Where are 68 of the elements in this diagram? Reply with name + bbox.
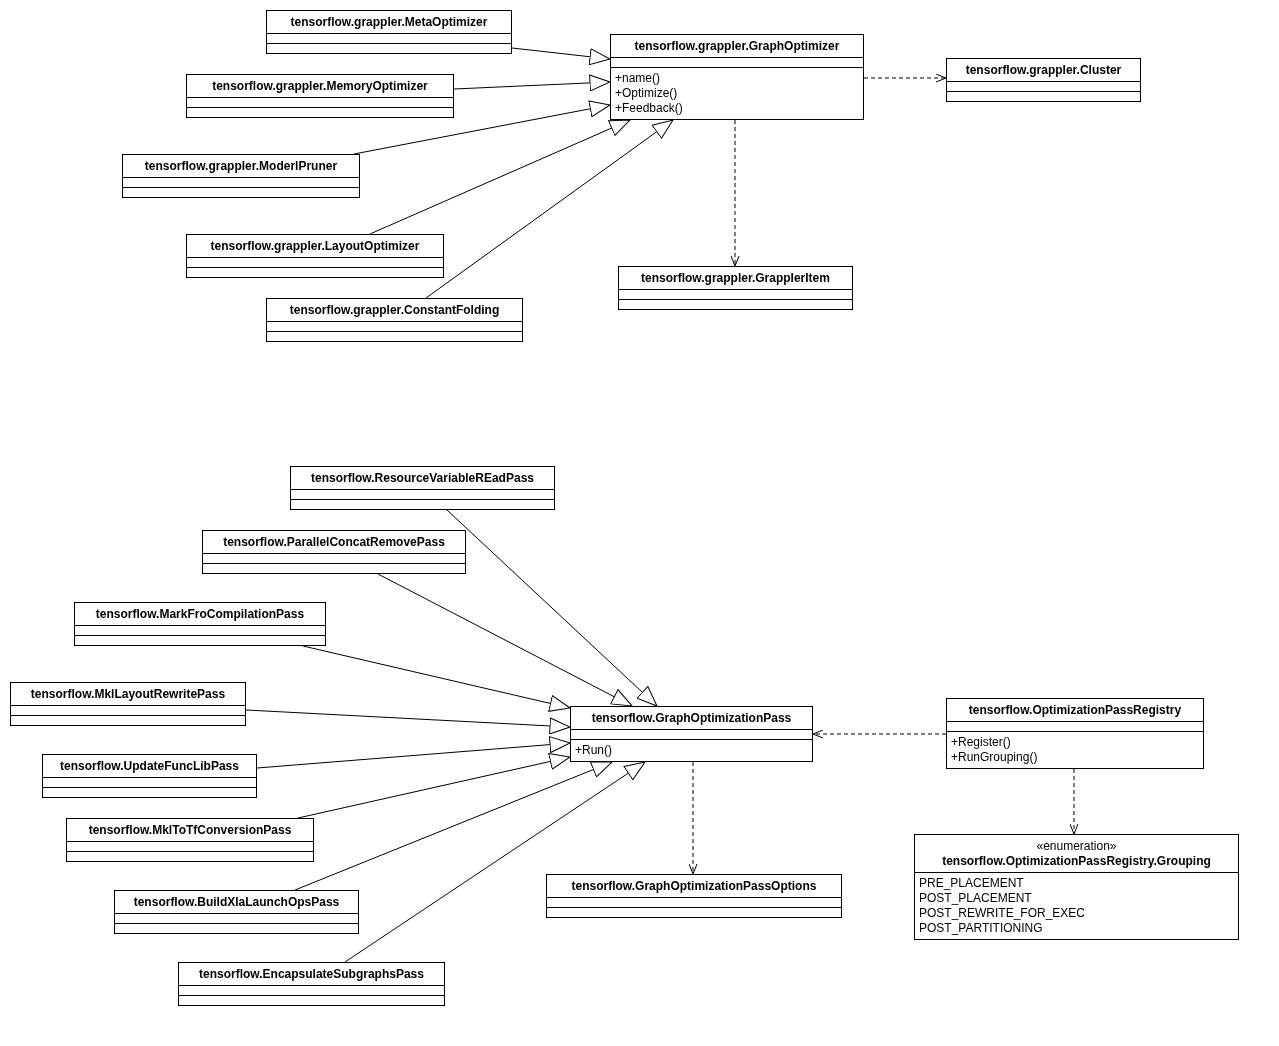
enum-literal: POST_REWRITE_FOR_EXEC [919, 906, 1087, 921]
operation-text: +Optimize() [615, 86, 679, 101]
generalization-arrow [377, 573, 633, 707]
class-box [42, 754, 257, 798]
dependency-arrow [688, 761, 698, 875]
class-box [618, 266, 853, 310]
stereotype-label: «enumeration» [1036, 839, 1117, 854]
enum-literal: POST_PLACEMENT [919, 891, 1033, 906]
operation-text: +RunGrouping() [951, 750, 1039, 765]
class-box [266, 298, 523, 342]
class-box [946, 58, 1141, 102]
class-name: tensorflow.grappler.ModerlPruner [144, 159, 338, 173]
class-box [186, 234, 444, 278]
dependency-arrow [1069, 768, 1079, 835]
operation-text: +Register() [951, 735, 1012, 750]
enumeration-box [914, 834, 1239, 940]
class-name: tensorflow.OptimizationPassRegistry [968, 703, 1182, 717]
class-name: tensorflow.GraphOptimizationPass [591, 711, 792, 725]
dependency-arrow [730, 119, 740, 267]
class-box [290, 466, 555, 510]
class-box [610, 34, 864, 120]
generalization-arrow [369, 119, 631, 235]
class-name: tensorflow.grappler.LayoutOptimizer [210, 239, 420, 253]
generalization-arrow [245, 709, 571, 735]
class-name: tensorflow.MarkFroCompilationPass [95, 607, 305, 621]
class-box [570, 706, 813, 762]
dependency-arrow [812, 729, 947, 739]
enum-literal: POST_PARTITIONING [919, 921, 1044, 936]
class-box [546, 874, 842, 918]
generalization-arrow [446, 509, 658, 707]
operation-text: +Feedback() [615, 101, 684, 116]
generalization-arrow [256, 736, 571, 769]
generalization-arrow [511, 47, 611, 66]
class-box [122, 154, 360, 198]
generalization-arrow [302, 645, 571, 712]
generalization-arrow [425, 119, 674, 299]
operation-text: +name() [615, 71, 662, 86]
class-name: tensorflow.GraphOptimizationPassOptions [571, 879, 817, 893]
generalization-arrow [297, 753, 571, 819]
class-name: tensorflow.grappler.ConstantFolding [289, 303, 500, 317]
class-box [74, 602, 326, 646]
class-name: tensorflow.grappler.MetaOptimizer [290, 15, 488, 29]
class-name: tensorflow.EncapsulateSubgraphsPass [199, 967, 424, 981]
enum-literal: PRE_PLACEMENT [919, 876, 1025, 891]
class-box [186, 74, 454, 118]
class-name: tensorflow.MklToTfConversionPass [88, 823, 292, 837]
generalization-arrow [344, 761, 646, 963]
class-name: tensorflow.UpdateFuncLibPass [60, 759, 239, 773]
class-box [946, 698, 1204, 769]
class-box [114, 890, 359, 934]
class-name: tensorflow.MklLayoutRewritePass [30, 687, 226, 701]
class-name: tensorflow.ParallelConcatRemovePass [223, 535, 445, 549]
dependency-arrow [863, 73, 947, 83]
class-name: tensorflow.grappler.Cluster [965, 63, 1122, 77]
class-box [10, 682, 246, 726]
class-name: tensorflow.grappler.MemoryOptimizer [212, 79, 428, 93]
class-box [266, 10, 512, 54]
class-name: tensorflow.grappler.GrapplerItem [641, 271, 830, 285]
generalization-arrow [453, 74, 611, 92]
class-box [178, 962, 445, 1006]
class-box [202, 530, 466, 574]
generalization-arrow [294, 761, 613, 891]
class-box [66, 818, 314, 862]
class-name: tensorflow.OptimizationPassRegistry.Grouping [942, 854, 1211, 868]
class-name: tensorflow.BuildXlaLaunchOpsPass [133, 895, 340, 909]
operation-text: +Run() [575, 743, 613, 758]
class-name: tensorflow.grappler.GraphOptimizer [634, 39, 840, 53]
class-name: tensorflow.ResourceVariableREadPass [311, 471, 534, 485]
